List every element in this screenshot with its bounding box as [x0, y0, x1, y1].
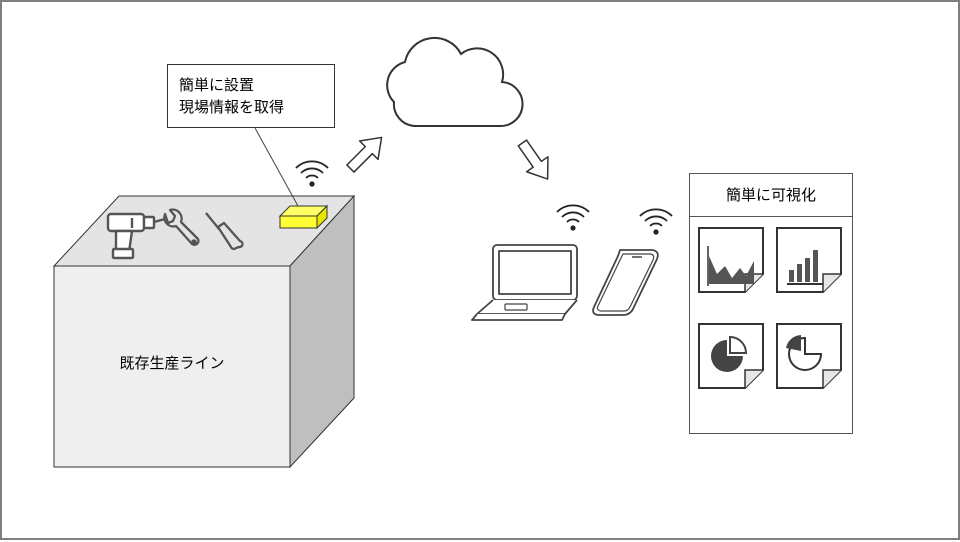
donut-chart-document-icon	[776, 323, 842, 389]
wifi-icon	[295, 160, 329, 188]
area-chart-document-icon	[698, 227, 764, 293]
pie-chart-document-icon	[698, 323, 764, 389]
cloud-icon	[386, 36, 524, 128]
callout-connector	[254, 127, 299, 207]
wrench-icon	[163, 208, 200, 246]
cube-front-face	[53, 265, 291, 468]
smartphone-icon	[592, 249, 659, 316]
laptop-icon	[471, 244, 578, 321]
production-line-label: 既存生産ライン	[119, 354, 225, 372]
bar-chart-document-icon	[776, 227, 842, 293]
sensor-device	[278, 204, 329, 230]
visualization-title: 簡単に可視化	[690, 174, 852, 217]
drill-icon	[106, 212, 166, 260]
screwdriver-icon	[205, 212, 244, 251]
wifi-icon	[556, 204, 590, 232]
upload-arrow-icon	[346, 136, 383, 173]
callout-box: 簡単に設置 現場情報を取得	[167, 64, 335, 128]
wifi-icon	[639, 208, 673, 236]
download-arrow-icon	[517, 139, 549, 180]
callout-line-2: 現場情報を取得	[179, 98, 285, 116]
callout-line-1: 簡単に設置	[179, 76, 255, 94]
production-line-cube	[52, 194, 356, 469]
visualization-panel: 簡単に可視化	[689, 173, 853, 434]
